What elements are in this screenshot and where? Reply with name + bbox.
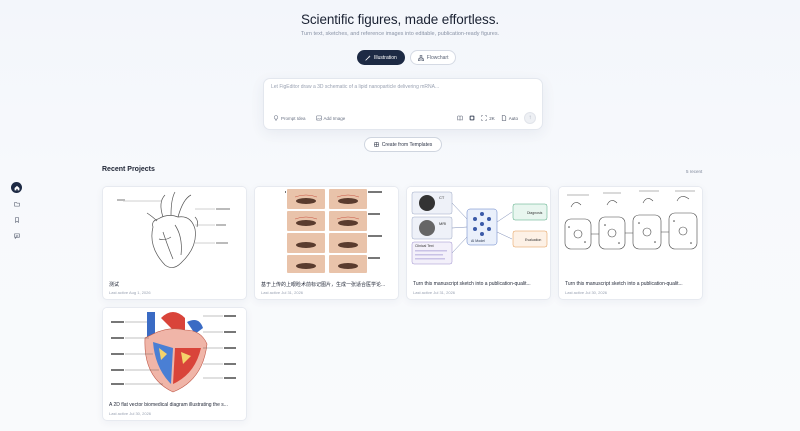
project-title: A 2D flat vector biomedical diagram illu…: [109, 402, 228, 408]
prompt-input[interactable]: [271, 84, 531, 90]
bookmark-icon: [14, 216, 19, 223]
prompt-idea-label: Prompt Idea: [281, 115, 306, 121]
prompt-box: Prompt Idea Add Image 2K Auto ↑: [263, 78, 543, 130]
project-date: Last active Jul 31, 2026: [261, 290, 304, 295]
flow-clinical-label: Clinical Text: [415, 244, 434, 248]
project-thumbnail: [559, 187, 702, 275]
rail-chat-button[interactable]: [11, 230, 22, 241]
flow-model-label: AI Model: [471, 239, 485, 243]
image-icon: [315, 115, 322, 121]
home-icon: [14, 185, 19, 190]
project-card[interactable]: 测试 Last active Aug 1, 2026: [102, 186, 247, 300]
create-from-templates-button[interactable]: Create from Templates: [364, 137, 442, 152]
prompt-right-tools: 2K Auto ↑: [457, 112, 536, 124]
layers-icon[interactable]: [469, 115, 475, 121]
heart-sketch-image: [117, 191, 230, 268]
flow-evaluation-label: Evaluation: [525, 238, 541, 242]
project-title: 基于上传的上眼睑术前标记图片，生成一张适合医学论...: [261, 282, 386, 288]
project-date: Last active Jul 30, 2026: [109, 411, 152, 416]
project-thumbnail: [255, 187, 398, 275]
project-date: Last active Jul 30, 2026: [565, 290, 608, 295]
project-card[interactable]: CT MRI Clinical Text AI Model Diagnosis …: [406, 186, 551, 300]
lightbulb-icon: [273, 115, 279, 121]
flow-diagnosis-label: Diagnosis: [527, 211, 543, 215]
project-card[interactable]: A 2D flat vector biomedical diagram illu…: [102, 307, 247, 421]
project-card[interactable]: Turn this manuscript sketch into a publi…: [558, 186, 703, 300]
add-image-label: Add Image: [323, 115, 346, 121]
flow-mri-label: MRI: [439, 221, 446, 226]
add-image-button[interactable]: Add Image: [315, 115, 346, 121]
project-title: Turn this manuscript sketch into a publi…: [413, 281, 531, 287]
heart-vector-image: [111, 312, 236, 393]
hero-subtitle: Turn text, sketches, and reference image…: [300, 31, 500, 37]
folder-icon: [13, 201, 20, 206]
hero-title: Scientific figures, made effortless.: [301, 12, 499, 27]
book-icon[interactable]: [457, 115, 463, 121]
ratio-label: 2K: [489, 115, 495, 121]
project-thumbnail: [103, 308, 246, 396]
prompt-tools: Prompt Idea Add Image: [273, 115, 345, 121]
cell-sketch-image: [564, 190, 698, 250]
rail-bookmark-button[interactable]: [11, 214, 22, 225]
mode-switch: Illustration Flowchart: [357, 50, 457, 65]
grid-icon: [373, 142, 379, 147]
mode-flowchart-label: Flowchart: [426, 54, 449, 61]
project-title: 测试: [109, 282, 120, 288]
chat-icon: [13, 233, 20, 239]
mode-illustration-button[interactable]: Illustration: [357, 50, 405, 65]
model-label: Auto: [508, 115, 518, 121]
recent-projects-count: 5 recent: [686, 169, 703, 174]
ratio-icon: [481, 115, 487, 121]
project-card[interactable]: 基于上传的上眼睑术前标记图片，生成一张适合医学论... Last active …: [254, 186, 399, 300]
project-date: Last active Jul 31, 2026: [413, 290, 456, 295]
send-button[interactable]: ↑: [524, 112, 536, 124]
project-title: Turn this manuscript sketch into a publi…: [565, 281, 683, 287]
mode-flowchart-button[interactable]: Flowchart: [409, 50, 457, 65]
side-rail: [11, 182, 22, 241]
mode-illustration-label: Illustration: [374, 54, 397, 61]
recent-projects-title: Recent Projects: [102, 166, 155, 173]
wand-icon: [365, 54, 371, 61]
create-from-templates-label: Create from Templates: [381, 141, 433, 148]
rail-folder-button[interactable]: [11, 198, 22, 209]
rail-home-button[interactable]: [11, 182, 22, 193]
flow-ct-label: CT: [439, 195, 445, 200]
project-thumbnail: CT MRI Clinical Text AI Model Diagnosis …: [407, 187, 550, 275]
arrow-up-icon: ↑: [528, 115, 532, 121]
model-selector[interactable]: Auto: [501, 115, 518, 121]
file-icon: [501, 115, 506, 121]
flowchart-icon: [417, 54, 424, 61]
ratio-selector[interactable]: 2K: [481, 115, 495, 121]
prompt-idea-button[interactable]: Prompt Idea: [273, 115, 306, 121]
project-thumbnail: [103, 187, 246, 275]
ai-flowchart-image: CT MRI Clinical Text AI Model Diagnosis …: [411, 191, 548, 265]
project-date: Last active Aug 1, 2026: [109, 290, 151, 295]
eyelid-grid-image: [285, 189, 382, 273]
